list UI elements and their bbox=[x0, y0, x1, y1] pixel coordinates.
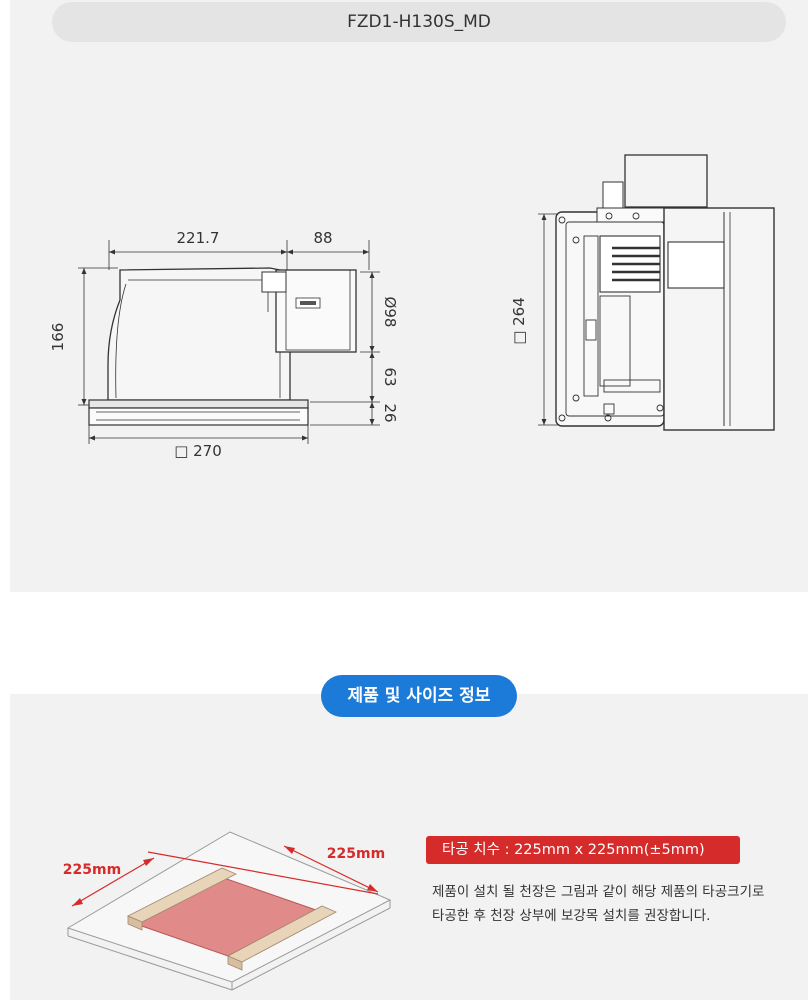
desc-line-2: 타공한 후 천장 상부에 보강목 설치를 권장합니다. bbox=[432, 908, 711, 924]
side-view bbox=[538, 154, 775, 431]
dim-duct-diameter: Ø98 bbox=[381, 297, 399, 328]
dim-panel-thickness: 26 bbox=[381, 403, 399, 422]
dim-side-height: □ 264 bbox=[510, 297, 528, 345]
hole-dim-left: 225mm bbox=[63, 862, 121, 878]
front-view bbox=[78, 240, 380, 444]
section-title: 제품 및 사이즈 정보 bbox=[321, 675, 517, 717]
hole-dim-right: 225mm bbox=[327, 846, 385, 862]
technical-drawing: 221.7 88 166 Ø98 63 26 □ 270 bbox=[49, 154, 775, 460]
model-title: FZD1-H130S_MD bbox=[52, 2, 786, 42]
dim-panel-width: □ 270 bbox=[174, 442, 222, 460]
install-description: 제품이 설치 될 천장은 그림과 같이 해당 제품의 타공크기로 타공한 후 천… bbox=[432, 880, 792, 928]
dim-width-side: 88 bbox=[313, 229, 332, 247]
hole-size-bar: 타공 치수 : 225mm x 225mm(±5mm) bbox=[426, 836, 740, 864]
dim-duct-offset: 63 bbox=[381, 367, 399, 386]
dim-height-total: 166 bbox=[49, 323, 67, 352]
desc-line-1: 제품이 설치 될 천장은 그림과 같이 해당 제품의 타공크기로 bbox=[432, 884, 765, 900]
dim-width-main: 221.7 bbox=[177, 229, 220, 247]
